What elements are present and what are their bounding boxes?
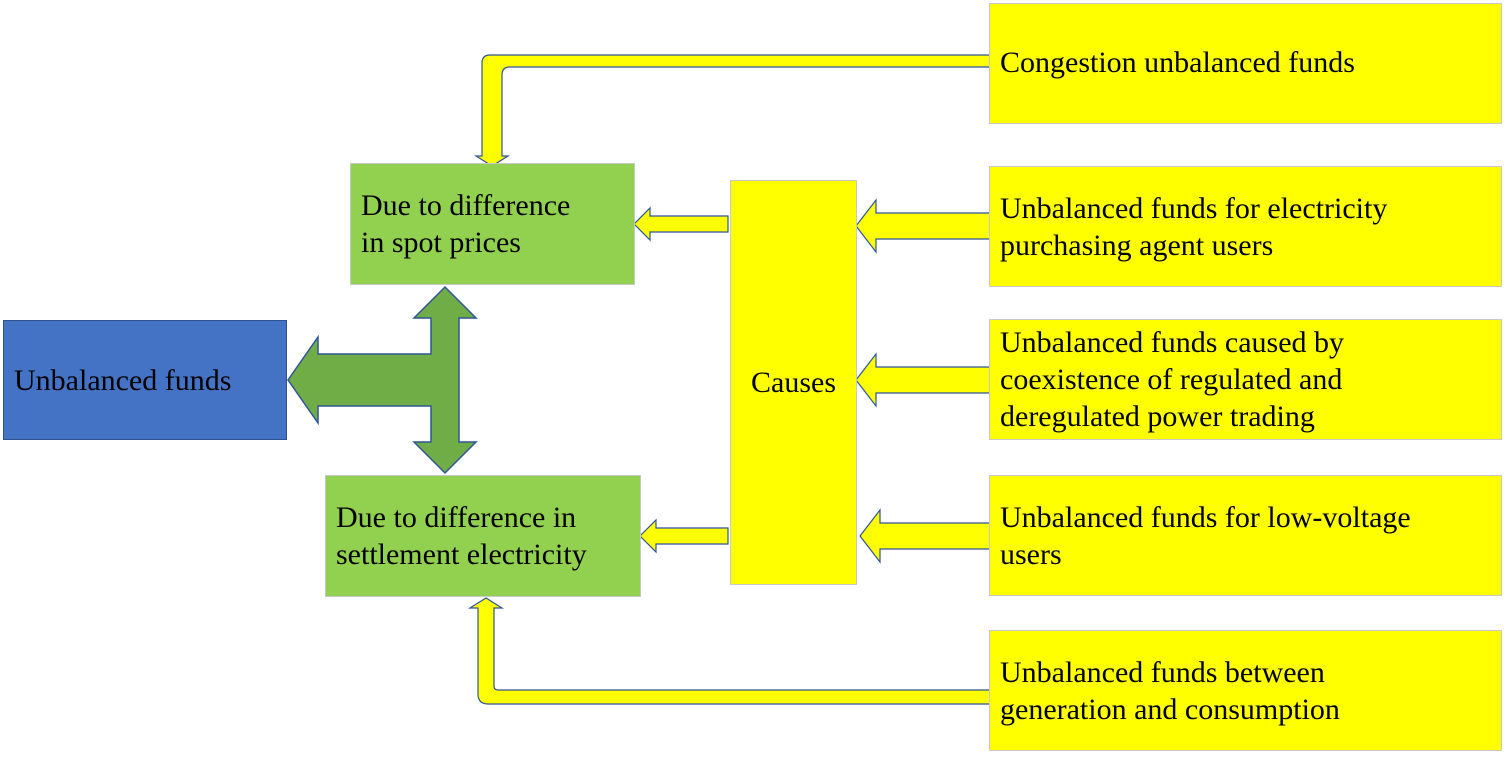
- causes-label: Causes: [751, 366, 836, 399]
- settlement-electricity-box: Due to difference in settlement electric…: [325, 475, 641, 597]
- unbalanced-funds-label: Unbalanced funds: [14, 363, 232, 397]
- causes-to-spot-arrow: [633, 206, 729, 242]
- generation-connector-arrow: [467, 597, 991, 705]
- unbalanced-funds-box: Unbalanced funds: [3, 320, 287, 440]
- spot-prices-box: Due to difference in spot prices: [350, 163, 635, 285]
- low-voltage-to-causes-arrow: [859, 508, 991, 564]
- generation-consumption-box: Unbalanced funds between generation and …: [989, 630, 1502, 751]
- spot-prices-label: Due to difference in spot prices: [361, 189, 571, 259]
- causes-to-settlement-arrow: [639, 518, 729, 554]
- congestion-connector-arrow: [473, 54, 991, 167]
- regulated-deregulated-label: Unbalanced funds caused by coexistence o…: [1000, 326, 1345, 433]
- congestion-label: Congestion unbalanced funds: [1000, 46, 1355, 79]
- purchasing-agent-label: Unbalanced funds for electricity purchas…: [1000, 191, 1388, 262]
- causes-box: Causes: [730, 180, 857, 585]
- regulated-deregulated-box: Unbalanced funds caused by coexistence o…: [989, 319, 1502, 440]
- regulated-to-causes-arrow: [855, 352, 991, 408]
- three-way-green-arrow: [287, 285, 478, 475]
- congestion-box: Congestion unbalanced funds: [989, 3, 1502, 124]
- purchasing-agent-box: Unbalanced funds for electricity purchas…: [989, 166, 1502, 287]
- generation-consumption-label: Unbalanced funds between generation and …: [1000, 655, 1340, 726]
- low-voltage-label: Unbalanced funds for low-voltage users: [1000, 500, 1411, 571]
- low-voltage-box: Unbalanced funds for low-voltage users: [989, 475, 1502, 596]
- settlement-electricity-label: Due to difference in settlement electric…: [336, 501, 587, 571]
- purchasing-to-causes-arrow: [855, 198, 991, 254]
